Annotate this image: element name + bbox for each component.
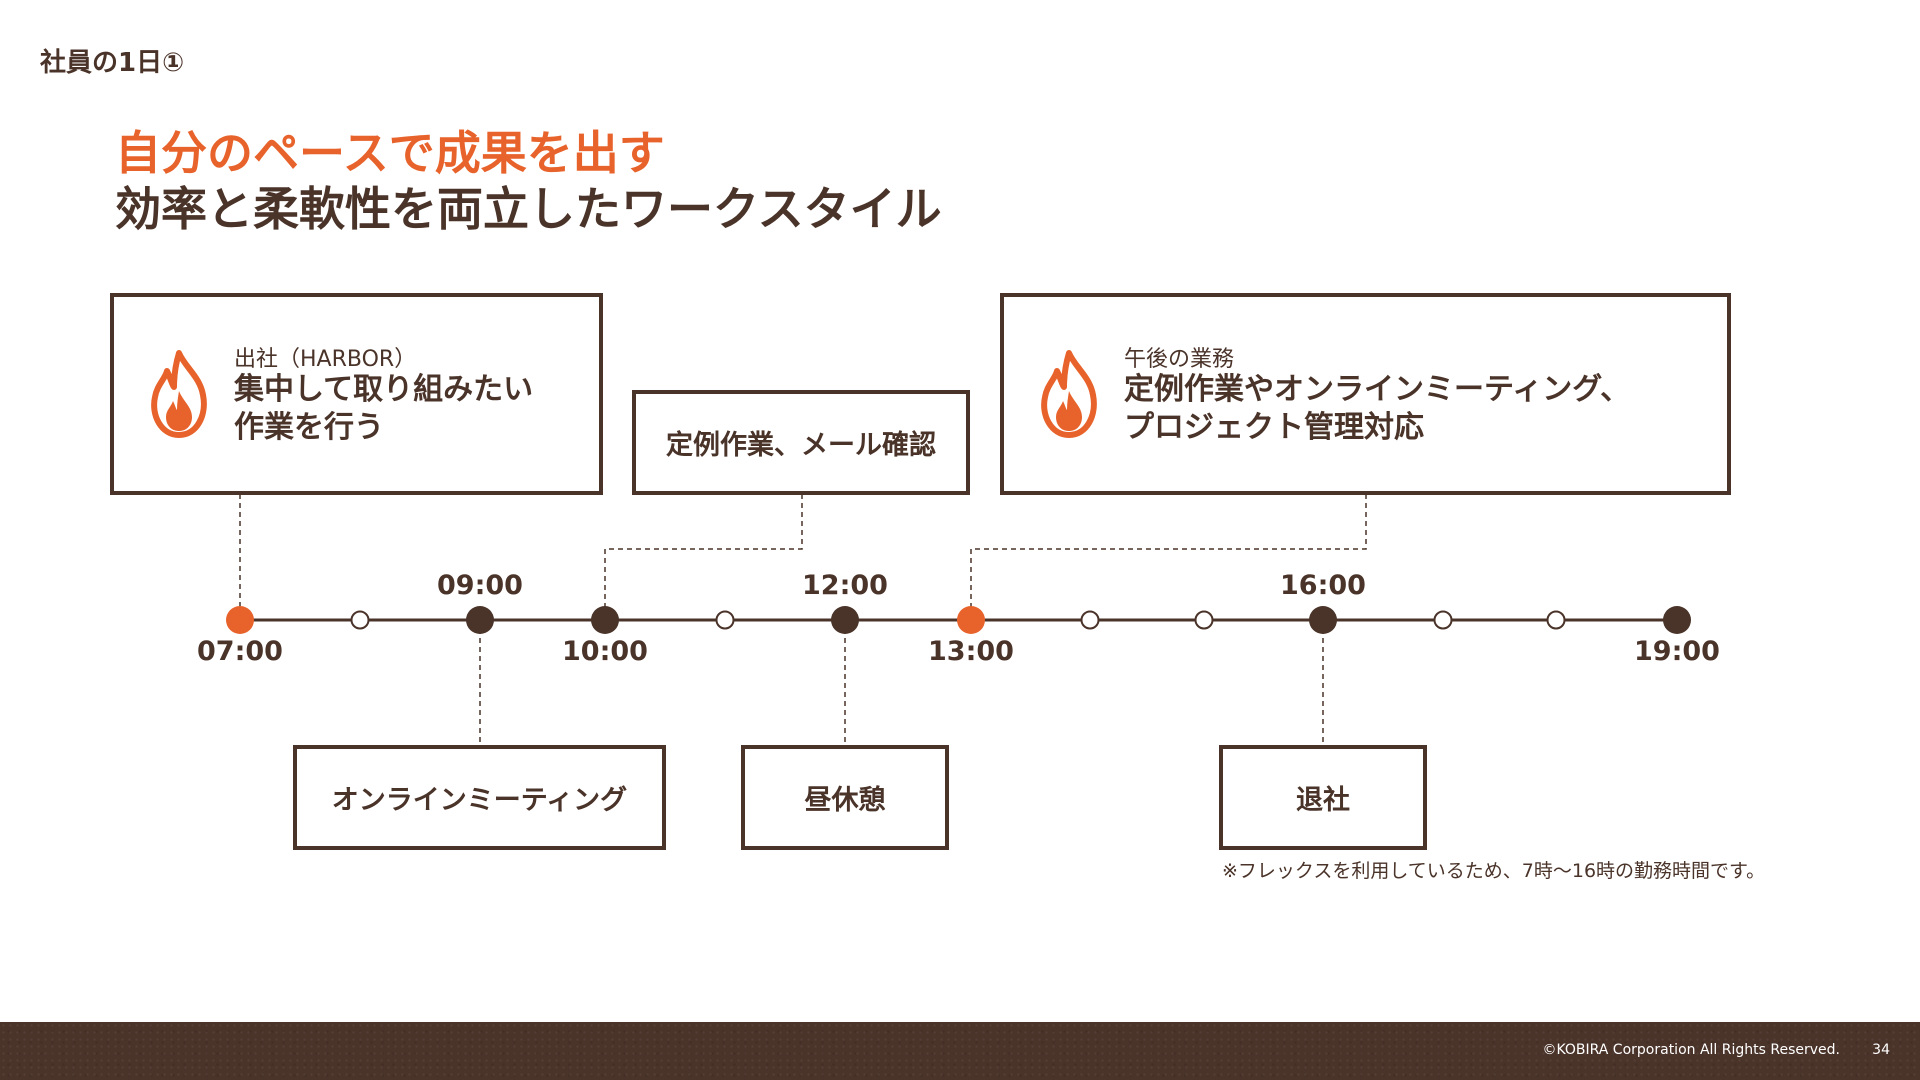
flame-icon	[1041, 350, 1097, 438]
dot-0700	[226, 606, 254, 634]
dot-1400	[1080, 610, 1100, 630]
morning-description: 集中して取り組みたい 作業を行う	[234, 371, 533, 447]
connector-afternoon	[970, 494, 1367, 620]
copyright: ©KOBIRA Corporation All Rights Reserved.	[1542, 1042, 1840, 1058]
dot-0800	[350, 610, 370, 630]
dot-1200	[831, 606, 859, 634]
morning-subtitle: 出社（HARBOR）	[234, 347, 417, 372]
page-title-accent: 自分のペースで成果を出す	[115, 126, 665, 180]
time-label-1600: 16:00	[1280, 570, 1366, 601]
morning-line2: 作業を行う	[234, 410, 384, 445]
dot-1700	[1433, 610, 1453, 630]
meeting-label: オンラインミーティング	[331, 785, 628, 816]
dot-1600	[1309, 606, 1337, 634]
page-number: 34	[1872, 1042, 1890, 1058]
morning-line1: 集中して取り組みたい	[234, 372, 534, 407]
connector-routine	[604, 494, 803, 620]
page-title-main: 効率と柔軟性を両立したワークスタイル	[115, 182, 942, 236]
dot-1500	[1194, 610, 1214, 630]
flex-note: ※フレックスを利用しているため、7時〜16時の勤務時間です。	[1222, 860, 1766, 882]
meeting-box: オンラインミーティング	[293, 745, 666, 850]
routine-box: 定例作業、メール確認	[632, 390, 970, 495]
section-label: 社員の1日①	[40, 48, 185, 78]
dot-0900	[466, 606, 494, 634]
flame-icon	[151, 350, 207, 438]
time-label-1000: 10:00	[562, 636, 648, 667]
routine-label: 定例作業、メール確認	[666, 430, 936, 461]
afternoon-line2: プロジェクト管理対応	[1124, 410, 1424, 445]
lunch-box: 昼休憩	[741, 745, 949, 850]
afternoon-subtitle: 午後の業務	[1124, 347, 1235, 372]
time-label-1900: 19:00	[1634, 636, 1720, 667]
time-label-1200: 12:00	[802, 570, 888, 601]
lunch-label: 昼休憩	[804, 785, 886, 816]
timeline-dots	[226, 606, 1691, 634]
time-label-1300: 13:00	[928, 636, 1014, 667]
leave-label: 退社	[1296, 785, 1350, 816]
leave-box: 退社	[1219, 745, 1427, 850]
afternoon-description: 定例作業やオンラインミーティング、 プロジェクト管理対応	[1124, 371, 1630, 447]
dot-1900	[1663, 606, 1691, 634]
afternoon-box: 午後の業務 定例作業やオンラインミーティング、 プロジェクト管理対応	[1000, 293, 1731, 495]
afternoon-line1: 定例作業やオンラインミーティング、	[1124, 372, 1631, 407]
dot-1800	[1546, 610, 1566, 630]
time-label-0700: 07:00	[197, 636, 283, 667]
dot-1300	[957, 606, 985, 634]
time-label-0900: 09:00	[437, 570, 523, 601]
dot-1000	[591, 606, 619, 634]
morning-box: 出社（HARBOR） 集中して取り組みたい 作業を行う	[110, 293, 603, 495]
footer-bar: ©KOBIRA Corporation All Rights Reserved.…	[0, 1022, 1920, 1080]
dot-1100	[715, 610, 735, 630]
